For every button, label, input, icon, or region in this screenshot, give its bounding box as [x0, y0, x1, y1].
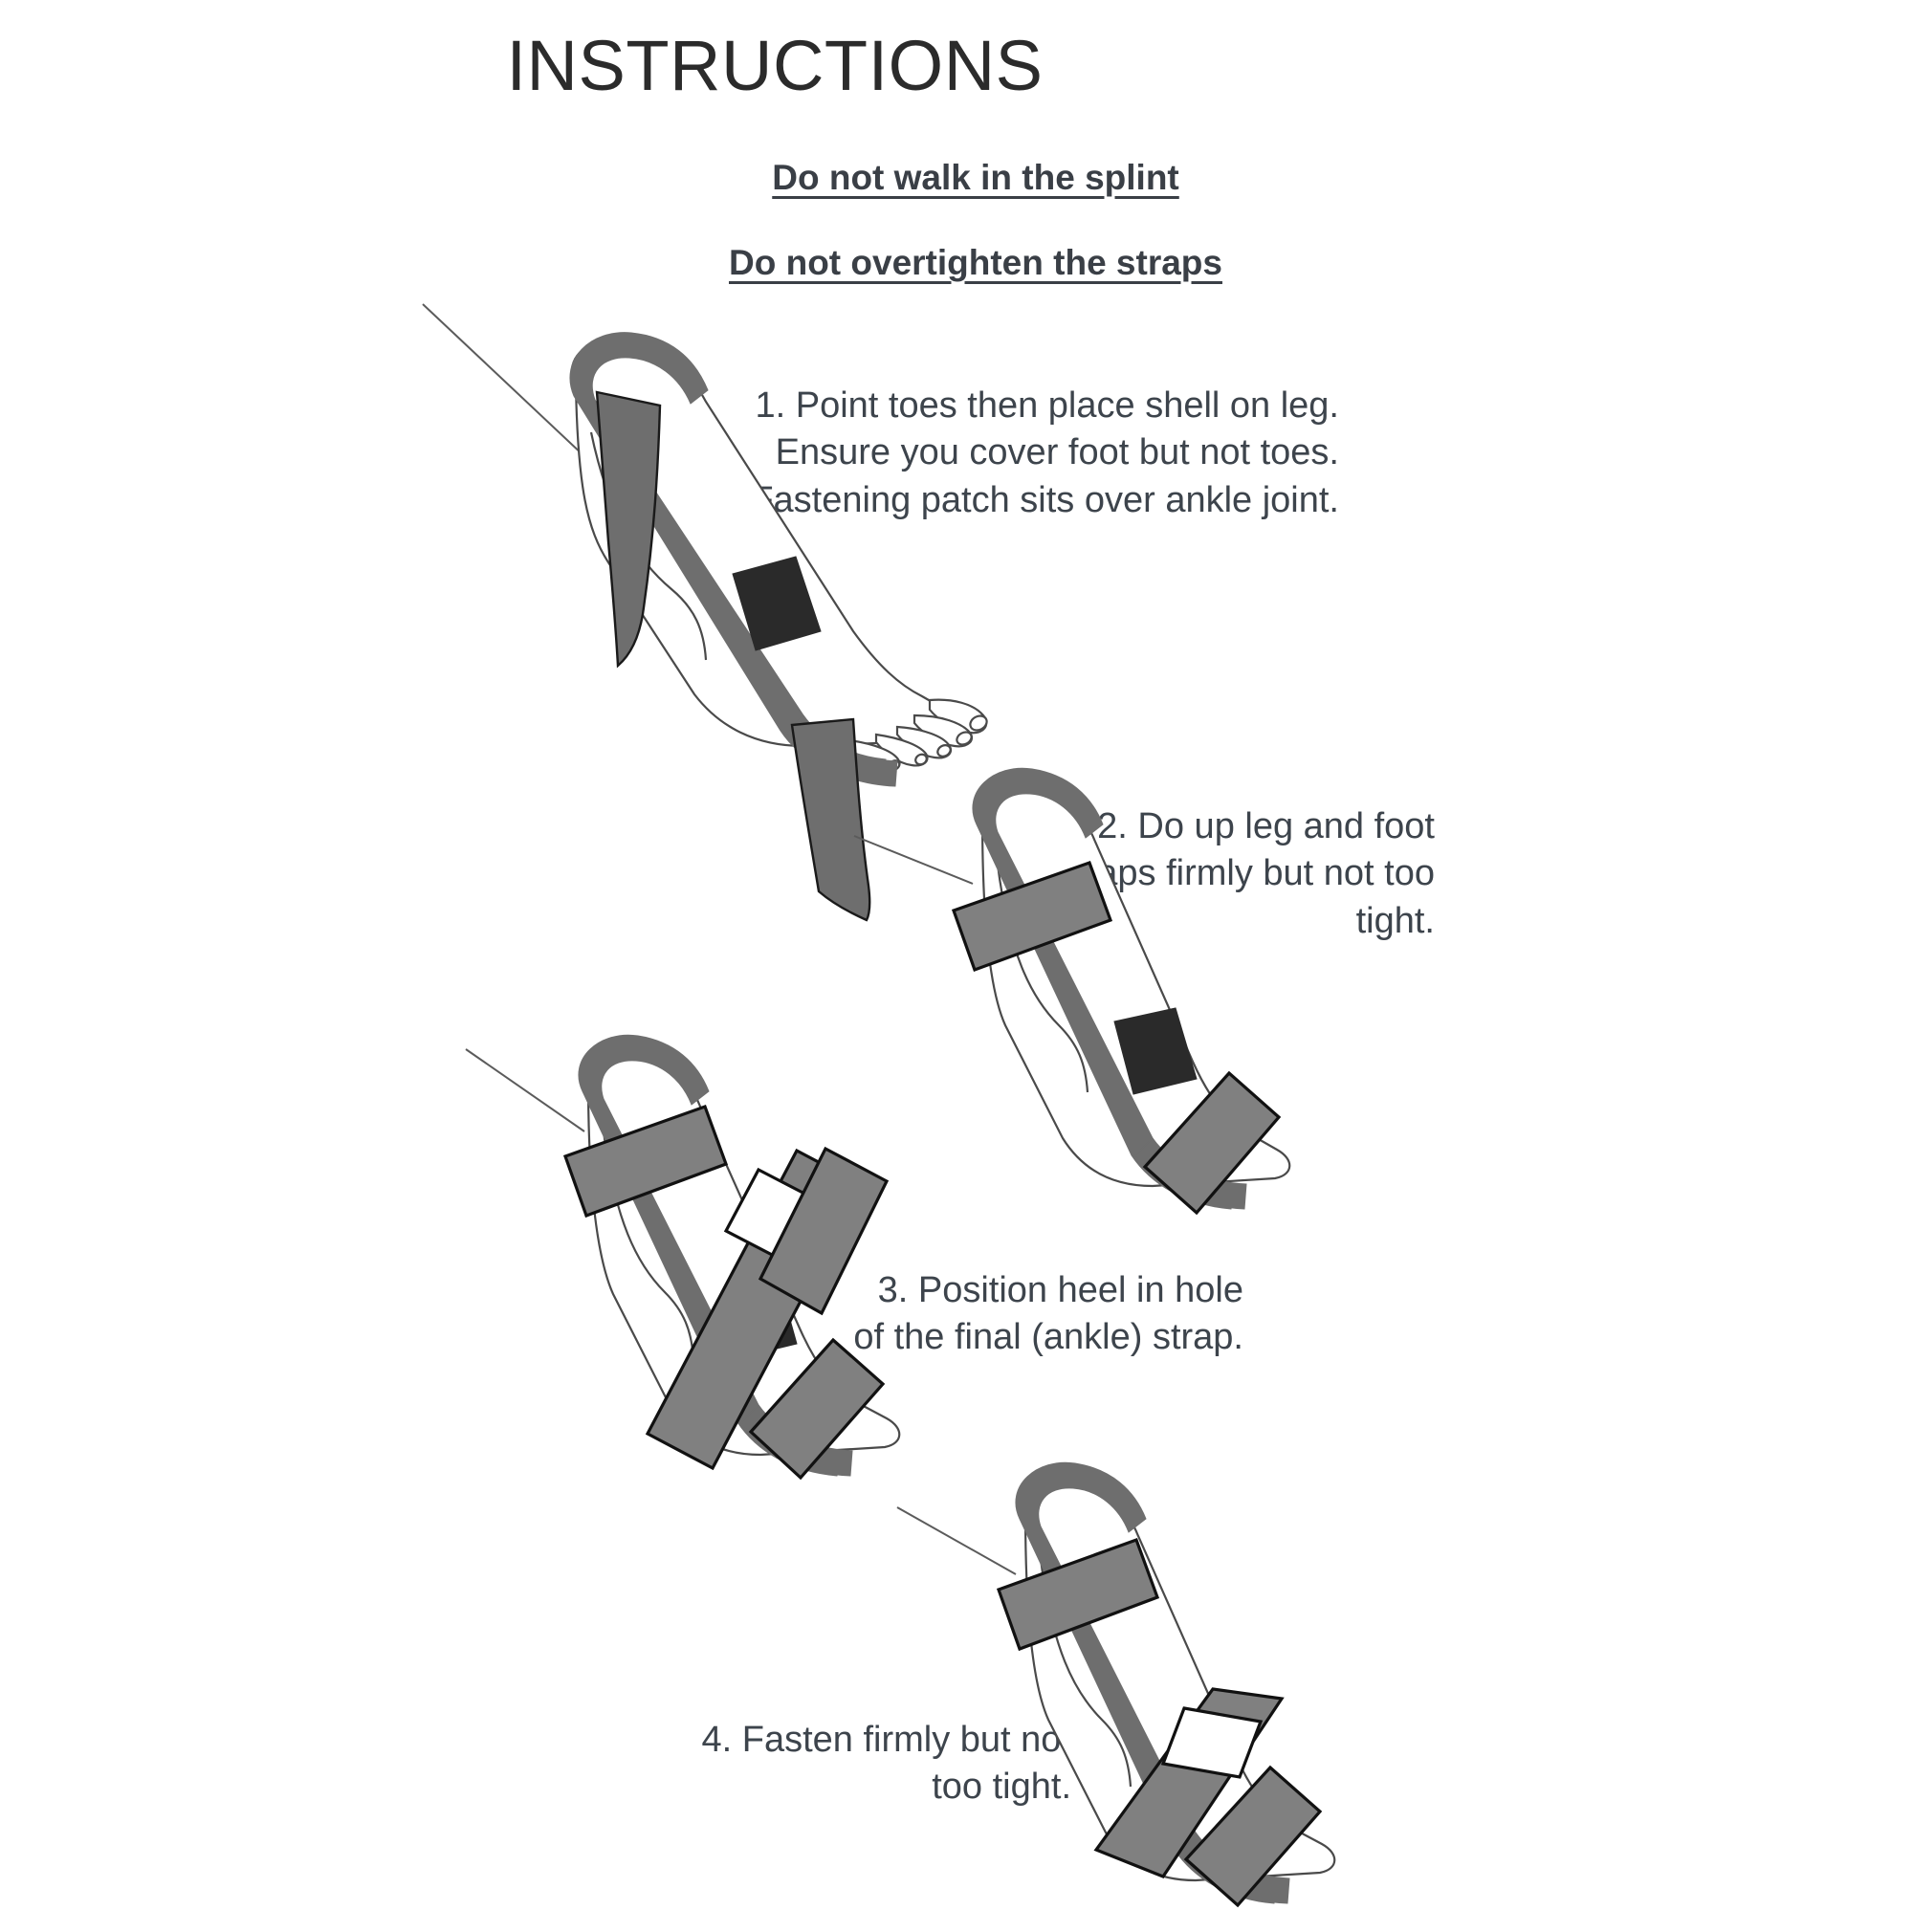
guide-line-icon: [422, 303, 586, 458]
warning-do-not-walk: Do not walk in the splint: [772, 158, 1179, 197]
splint-shell: [578, 1034, 842, 1477]
loose-leg-strap: [595, 390, 662, 669]
foot-strap: [1142, 1070, 1282, 1216]
step-2-caption: 2. Do up leg and foot straps firmly but …: [1057, 806, 1435, 941]
foot-strap: [1183, 1765, 1323, 1908]
splint-shell: [1015, 1461, 1279, 1904]
leg-strap: [996, 1537, 1160, 1652]
ankle-strap-tail: [758, 1146, 890, 1316]
step-1-illustration: [422, 303, 1033, 937]
page-title: INSTRUCTIONS: [506, 26, 1044, 105]
step-3-caption: 3. Position heel in hole of the final (a…: [853, 1270, 1243, 1358]
guide-line-icon: [853, 835, 974, 885]
heel-hole: [1160, 1706, 1264, 1779]
fastening-patch: [732, 556, 822, 651]
warning-do-not-overtighten: Do not overtighten the straps: [729, 243, 1222, 282]
leg-strap: [562, 1104, 729, 1218]
guide-line-icon: [465, 1048, 585, 1132]
step-4-caption: 4. Fasten firmly but not too tight.: [701, 1720, 1072, 1808]
foot-strap: [748, 1337, 886, 1481]
loose-foot-strap: [790, 717, 871, 922]
step-3-illustration: [465, 1034, 1019, 1526]
step-2-illustration: [853, 767, 1392, 1262]
step-1-caption: 1. Point toes then place shell on leg. E…: [751, 385, 1339, 520]
guide-line-icon: [896, 1506, 1017, 1575]
leg-strap: [951, 860, 1113, 973]
step-4-illustration: [896, 1461, 1435, 1932]
splint-shell: [972, 767, 1236, 1210]
fastening-patch: [1113, 1007, 1198, 1095]
